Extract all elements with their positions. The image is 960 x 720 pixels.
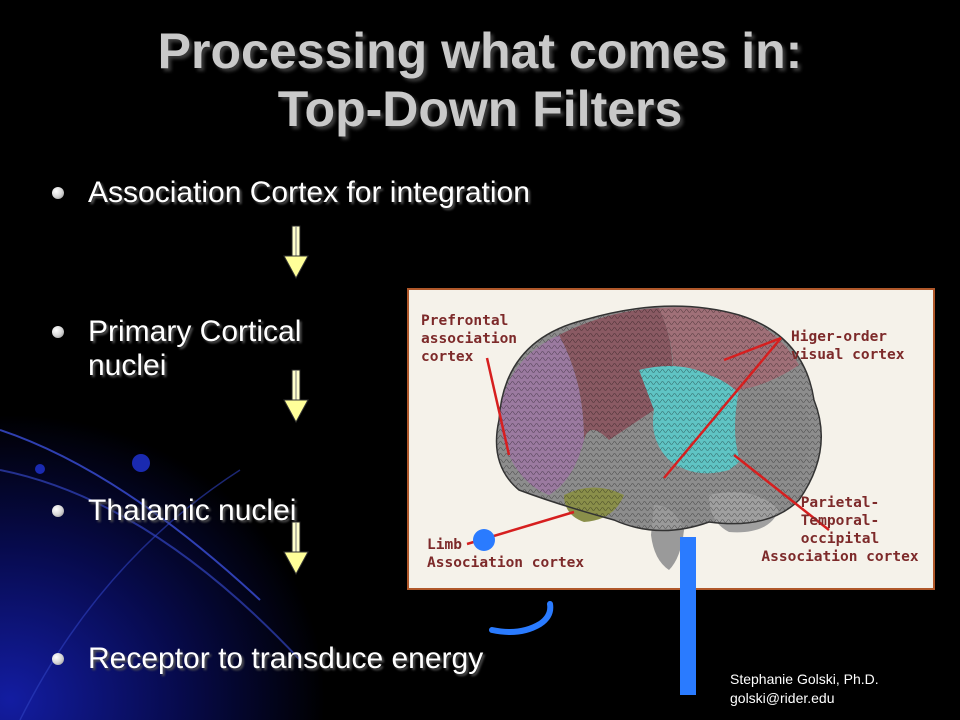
bullet-dot [52, 326, 64, 338]
author-email: golski@rider.edu [730, 690, 835, 706]
bullet-text: Thalamic nuclei [88, 494, 297, 527]
bullet-primary-cortical: Primary Cortical nuclei [52, 315, 302, 383]
bullet-text: Association Cortex for integration [88, 176, 530, 209]
bullet-dot [52, 653, 64, 665]
annotation-bar [680, 537, 696, 695]
title-line-1: Processing what comes in: [157, 23, 803, 79]
down-arrow-icon [283, 369, 309, 424]
label-prefrontal-cortex: Prefrontal association cortex [421, 313, 518, 365]
slide-title: Processing what comes in: Top-Down Filte… [40, 22, 920, 138]
down-arrow-icon [283, 225, 309, 280]
label-parietal-temporal-occipital: Parietal- Temporal- occipital Associatio… [761, 495, 919, 565]
bullet-dot [52, 505, 64, 517]
bullet-thalamic: Thalamic nuclei [52, 494, 297, 528]
bullet-dot [52, 187, 64, 199]
label-higher-order-visual-cortex: Higer-order visual cortex [791, 329, 905, 363]
bullet-text-line-1: Primary Cortical [88, 315, 302, 348]
author-name: Stephanie Golski, Ph.D. [730, 671, 879, 687]
bullet-receptor: Receptor to transduce energy [52, 642, 484, 676]
brain-diagram: Prefrontal association cortex Higer-orde… [407, 288, 935, 590]
bullet-text: Receptor to transduce energy [88, 642, 484, 675]
brain-illustration [466, 305, 830, 570]
annotation-curve [489, 601, 554, 635]
down-arrow-icon [283, 521, 309, 576]
bullet-text-line-2: nuclei [88, 349, 167, 382]
label-limbic-association-cortex: Limb Association cortex [427, 537, 585, 571]
bullet-association-cortex: Association Cortex for integration [52, 176, 530, 210]
annotation-dot [473, 529, 495, 551]
author-credit: Stephanie Golski, Ph.D. golski@rider.edu [730, 670, 879, 708]
title-line-2: Top-Down Filters [277, 81, 683, 137]
